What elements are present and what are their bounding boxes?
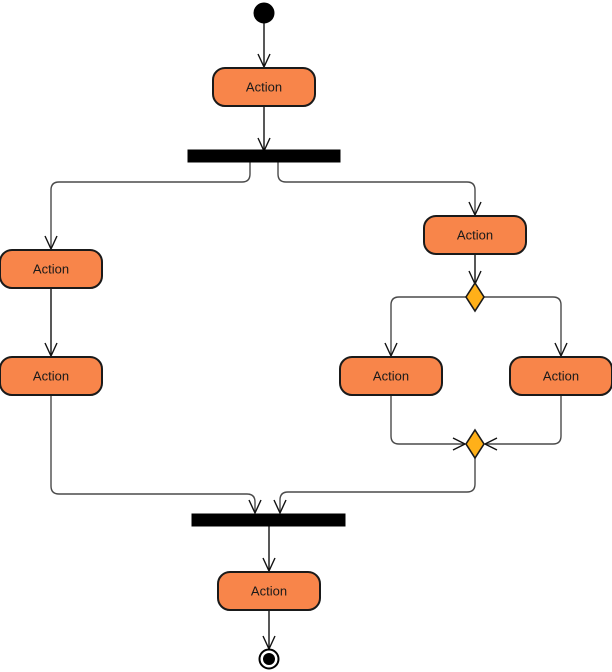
action-node-shape <box>0 356 103 396</box>
edge-fork-to-action-right-top[interactable] <box>277 162 482 217</box>
action-node-right-b[interactable]: Action <box>509 356 612 396</box>
edge-merge-to-join[interactable] <box>273 458 476 515</box>
edge-layer <box>44 23 568 651</box>
edge-path <box>484 296 562 355</box>
action-node-shape <box>0 249 103 289</box>
edge-action-left-1-to-action-left-2[interactable] <box>44 288 58 358</box>
action-node-end[interactable]: Action <box>217 571 321 611</box>
edge-action-end-to-final[interactable] <box>262 610 276 651</box>
edge-action-right-a-to-merge[interactable] <box>390 395 467 451</box>
arrow-head-icon <box>273 499 287 515</box>
join-bar-shape <box>191 513 346 527</box>
final-node[interactable] <box>258 648 280 670</box>
edge-initial-to-action-start[interactable] <box>257 23 271 69</box>
action-node-shape <box>212 67 316 107</box>
merge-diamond-icon <box>465 428 485 460</box>
edge-decision-to-action-right-a[interactable] <box>384 296 466 358</box>
arrow-head-icon <box>248 499 262 515</box>
arrow-head-icon <box>452 437 467 451</box>
edge-path <box>50 395 256 512</box>
decision-diamond-icon <box>465 281 485 313</box>
action-node-shape <box>509 356 612 396</box>
edge-action-right-b-to-merge[interactable] <box>483 395 562 451</box>
action-node-left-2[interactable]: Action <box>0 356 103 396</box>
action-node-shape <box>423 215 527 255</box>
edge-action-left-2-to-join[interactable] <box>50 395 262 515</box>
edge-path <box>390 296 466 355</box>
action-node-right-a[interactable]: Action <box>339 356 443 396</box>
decision-node[interactable] <box>465 281 485 313</box>
join-bar-node[interactable] <box>191 513 346 527</box>
action-node-shape <box>217 571 321 611</box>
action-node-right-top[interactable]: Action <box>423 215 527 255</box>
edge-path <box>279 458 476 512</box>
action-node-left-1[interactable]: Action <box>0 249 103 289</box>
edge-path <box>277 162 476 214</box>
edge-fork-to-action-left-1[interactable] <box>44 162 251 251</box>
arrow-head-icon <box>483 437 498 451</box>
edge-action-start-to-fork[interactable] <box>257 106 271 153</box>
edge-path <box>50 162 251 248</box>
initial-node-circle-icon <box>253 2 275 24</box>
edge-path <box>486 395 562 445</box>
merge-node[interactable] <box>465 428 485 460</box>
action-node-start[interactable]: Action <box>212 67 316 107</box>
initial-node[interactable] <box>253 2 275 24</box>
edge-decision-to-action-right-b[interactable] <box>484 296 568 358</box>
edge-path <box>390 395 464 445</box>
final-node-core-icon <box>263 653 275 665</box>
fork-bar-shape <box>187 149 341 163</box>
fork-bar-node[interactable] <box>187 149 341 163</box>
edge-action-right-top-to-decision[interactable] <box>468 254 482 286</box>
edge-join-to-action-end[interactable] <box>262 526 276 573</box>
action-node-shape <box>339 356 443 396</box>
